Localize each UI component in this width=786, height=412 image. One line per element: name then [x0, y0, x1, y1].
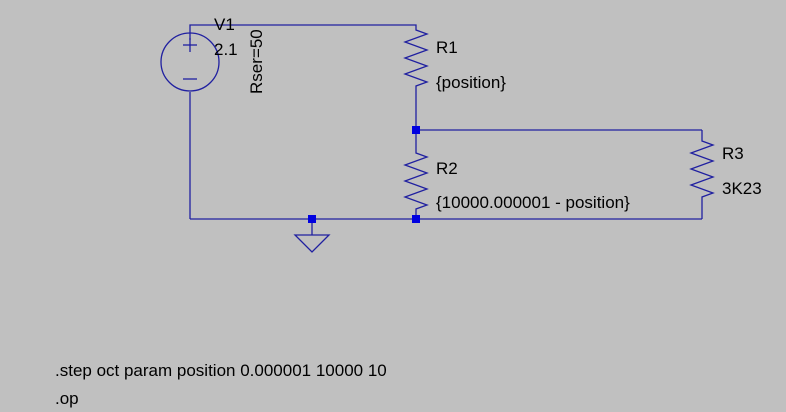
v1-value-label: 2.1 [214, 40, 238, 59]
v1-name-label: V1 [214, 15, 235, 34]
r3-name-label: R3 [722, 144, 744, 163]
v1-source-icon[interactable] [160, 32, 220, 92]
node-dot-bottom-r2[interactable] [412, 215, 420, 223]
r2-name-label: R2 [436, 159, 458, 178]
r1-value-label: {position} [436, 73, 506, 92]
op-directive[interactable]: .op [55, 389, 79, 408]
node-dot-mid[interactable] [412, 126, 420, 134]
step-directive[interactable]: .step oct param position 0.000001 10000 … [55, 361, 387, 380]
v1-rser-label: Rser=50 [247, 29, 266, 94]
r2-value-label: {10000.000001 - position} [436, 193, 630, 212]
r3-resistor-icon[interactable] [689, 138, 715, 205]
r1-resistor-icon[interactable] [403, 28, 429, 95]
r2-resistor-icon[interactable] [403, 150, 429, 219]
r3-value-label: 3K23 [722, 179, 762, 198]
node-dot-ground[interactable] [308, 215, 316, 223]
r1-name-label: R1 [436, 38, 458, 57]
ground-symbol-icon[interactable] [293, 234, 331, 253]
